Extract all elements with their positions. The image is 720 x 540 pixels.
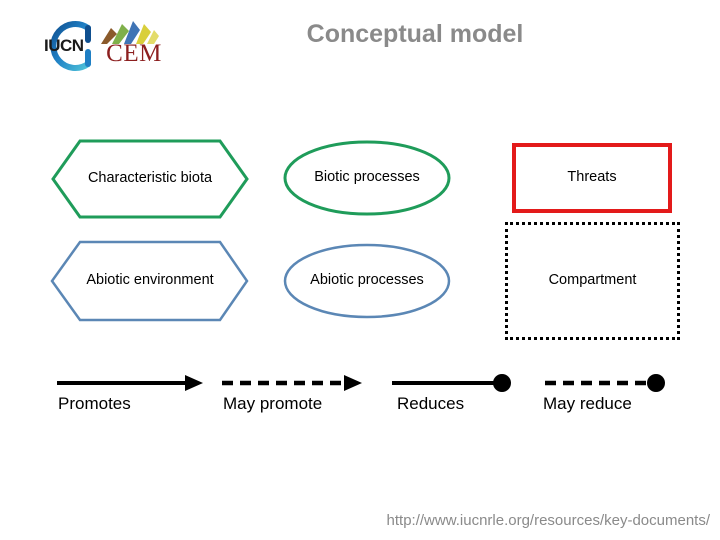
node-biotic-processes[interactable]: Biotic processes (283, 140, 451, 216)
iucn-logo-text: IUCN (44, 36, 84, 55)
cem-logo: CEM (95, 18, 173, 76)
ellipse-shape (283, 243, 451, 319)
legend-label: Promotes (58, 394, 131, 413)
node-compartment[interactable]: Compartment (505, 222, 680, 340)
legend-label: Reduces (397, 394, 465, 413)
footer-url[interactable]: http://www.iucnrle.org/resources/key-doc… (386, 512, 710, 529)
solid-arrow-icon (57, 375, 203, 391)
node-label: Abiotic processes (310, 272, 424, 289)
node-abiotic-processes[interactable]: Abiotic processes (283, 243, 451, 319)
dashed-arrow-icon (222, 375, 362, 391)
node-label: Threats (567, 169, 617, 186)
legend-label: May promote (223, 394, 323, 413)
solid-circle-end-icon (392, 374, 511, 392)
node-characteristic-biota[interactable]: Characteristic biota (50, 138, 250, 220)
node-label: Biotic processes (314, 169, 420, 186)
node-label: Abiotic environment (86, 272, 214, 289)
page-title: Conceptual model (306, 20, 524, 48)
cem-chevrons-icon (101, 21, 159, 44)
iucn-logo: IUCN (36, 16, 102, 76)
legend-label: May reduce (543, 394, 632, 413)
logo-bar: IUCN CEM (0, 0, 200, 95)
node-label: Characteristic biota (87, 170, 213, 187)
dashed-circle-end-icon (545, 374, 665, 392)
node-abiotic-environment[interactable]: Abiotic environment (50, 240, 250, 322)
hexagon-shape (51, 139, 249, 219)
iucn-ring-icon (50, 21, 91, 71)
ellipse-shape (283, 140, 451, 216)
node-threats[interactable]: Threats (512, 143, 672, 213)
node-label: Compartment (548, 272, 637, 289)
hexagon-shape (50, 240, 249, 322)
cem-logo-text: CEM (106, 40, 162, 67)
